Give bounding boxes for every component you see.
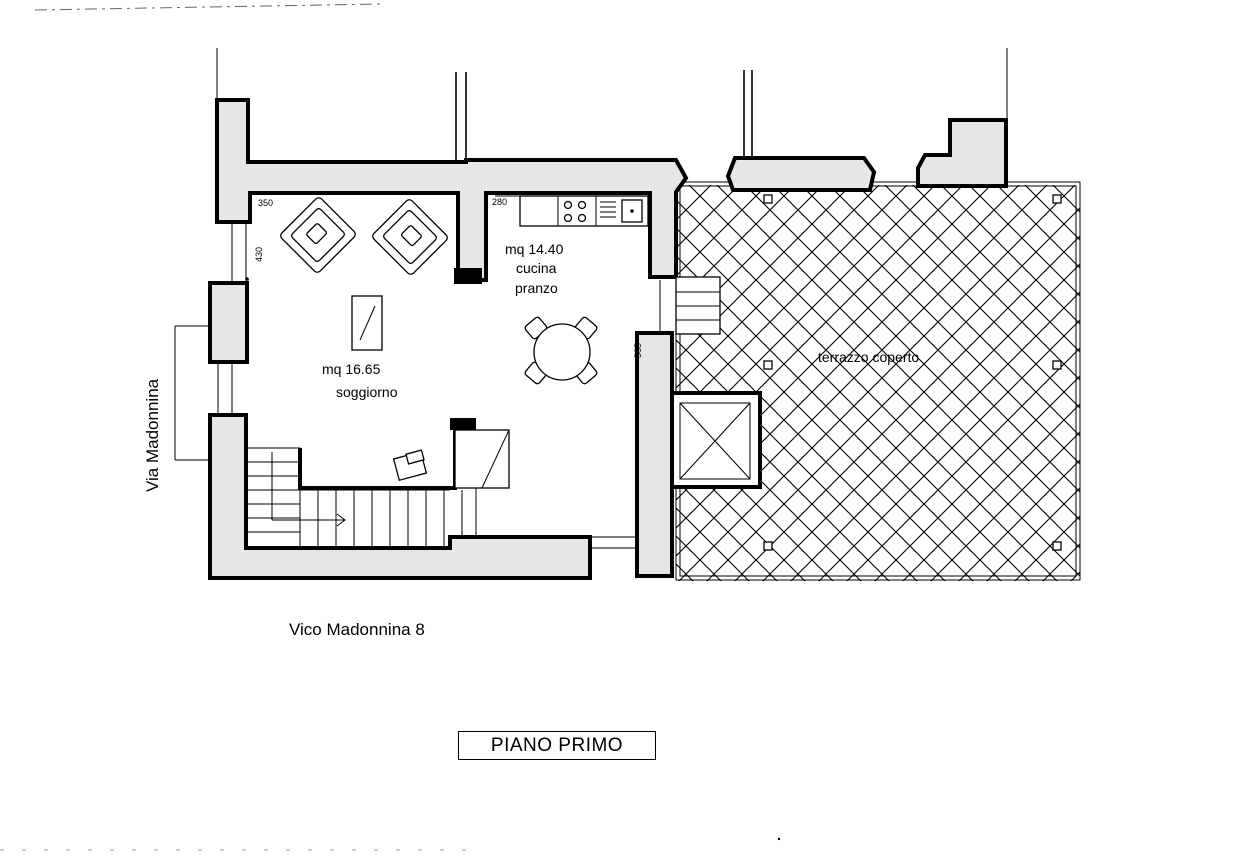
terrace-columns	[763, 194, 1062, 551]
left-window	[174, 222, 247, 461]
kitchen-name-label-1: cucina	[516, 260, 557, 276]
coffee-table	[351, 295, 383, 351]
bottom-wall	[208, 413, 592, 580]
plan-title: PIANO PRIMO	[458, 731, 656, 760]
street-label-side: Via Madonnina	[143, 378, 162, 492]
top-right-block-1	[725, 156, 877, 192]
upper-boundary-lines	[216, 48, 1008, 165]
dining-table	[524, 316, 598, 385]
living-name-label: soggiorno	[336, 384, 398, 400]
terrace-access	[659, 276, 721, 335]
walls	[208, 98, 1008, 580]
kitchen-area-label: mq 14.40	[505, 241, 564, 257]
dimension-430: 430	[254, 247, 264, 262]
top-right-block-2	[916, 118, 1008, 188]
dimension-350: 350	[258, 198, 273, 208]
staircase	[245, 429, 510, 549]
right-wall	[635, 331, 674, 578]
dimension-280: 280	[492, 197, 507, 207]
living-area-label: mq 16.65	[322, 361, 381, 377]
kitchen-counter	[495, 195, 649, 227]
terrace	[675, 181, 1081, 581]
bottom-door	[590, 536, 637, 549]
left-pier	[208, 281, 249, 364]
top-wall	[215, 98, 689, 282]
dimension-585: 585	[633, 343, 643, 358]
dimension-tick	[245, 277, 249, 281]
terrace-label: terrazzo coperto	[818, 349, 919, 365]
scan-marks	[0, 3, 781, 851]
street-label-bottom: Vico Madonnina 8	[289, 620, 425, 639]
desk-chair	[392, 449, 428, 482]
armchairs	[280, 197, 448, 275]
kitchen-name-label-2: pranzo	[515, 280, 558, 296]
skylight	[670, 391, 762, 489]
